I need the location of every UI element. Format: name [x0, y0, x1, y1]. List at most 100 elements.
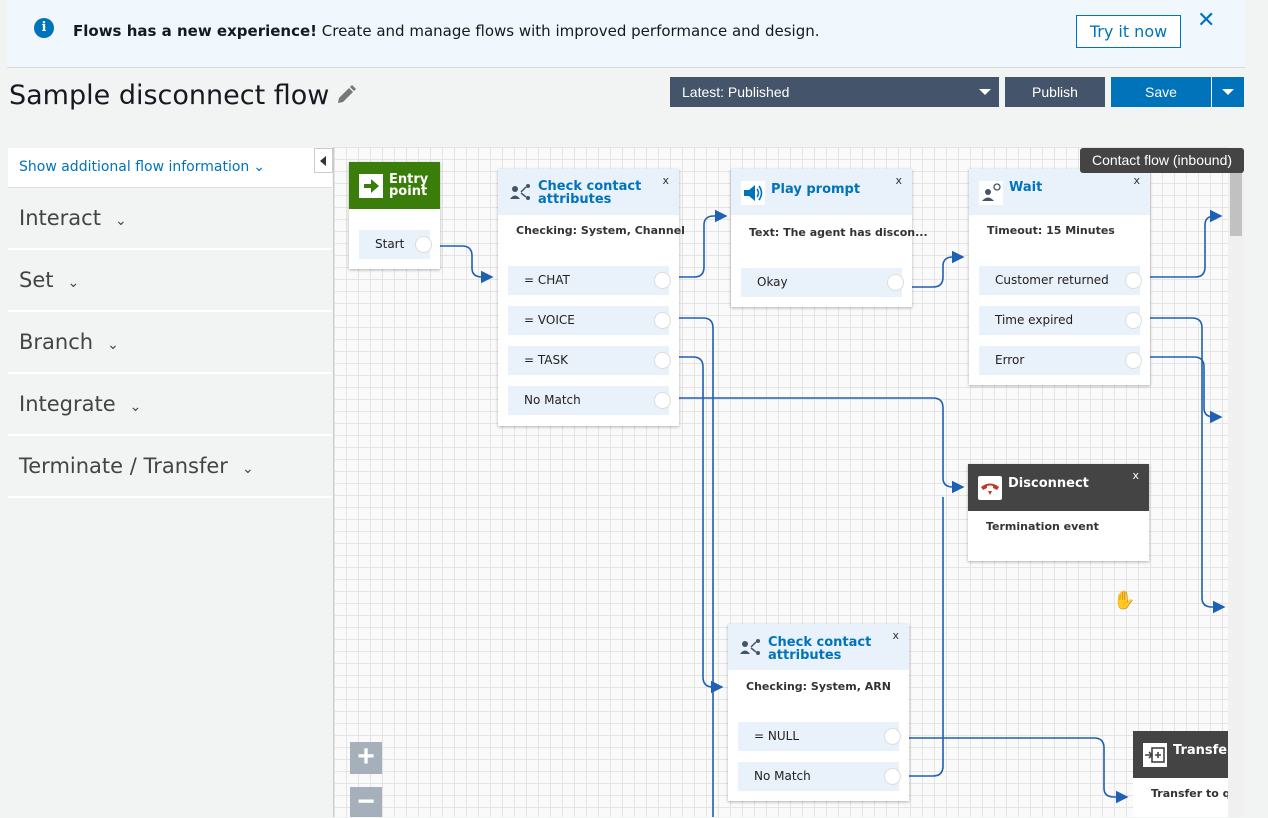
wait-block[interactable]: Wait x Timeout: 15 Minutes Customer retu… — [969, 169, 1150, 385]
entry-point-block[interactable]: Entry point Start — [349, 162, 440, 269]
connector-port[interactable] — [884, 768, 901, 785]
check-contact-attributes-block-2[interactable]: Check contact attributes x Checking: Sys… — [728, 624, 909, 801]
connector-port[interactable] — [654, 272, 671, 289]
branch-label: = VOICE — [524, 313, 575, 327]
check-attributes-icon — [740, 639, 760, 655]
play-prompt-block[interactable]: Play prompt x Text: The agent has discon… — [731, 169, 928, 307]
new-experience-banner: i Flows has a new experience! Create and… — [7, 0, 1245, 68]
branch-okay[interactable]: Okay — [741, 268, 904, 297]
close-icon[interactable]: ✕ — [1197, 8, 1216, 33]
chevron-down-icon: ⌄ — [241, 461, 254, 477]
wait-user-icon — [979, 181, 1003, 205]
category-integrate[interactable]: Integrate⌄ — [8, 374, 332, 436]
caret-down-icon — [979, 89, 991, 95]
connector-port[interactable] — [1125, 312, 1142, 329]
category-branch[interactable]: Branch⌄ — [8, 312, 332, 374]
connector-port[interactable] — [654, 352, 671, 369]
save-button[interactable]: Save — [1111, 77, 1211, 107]
arrow-right-icon — [359, 174, 383, 198]
transfer-icon — [1143, 743, 1167, 767]
block-title: Transfer t — [1173, 743, 1228, 758]
branch-label: = NULL — [754, 729, 799, 743]
chevron-down-icon: ⌄ — [129, 399, 142, 415]
branch-customer-returned[interactable]: Customer returned — [979, 266, 1142, 295]
version-select[interactable]: Latest: Published — [670, 77, 999, 107]
block-title: Check contact attributes — [768, 635, 872, 663]
category-interact[interactable]: Interact⌄ — [8, 188, 332, 250]
block-subtitle: Checking: System, ARN — [746, 680, 891, 693]
branch-null[interactable]: = NULL — [738, 722, 901, 751]
block-title: Check contact attributes — [538, 179, 642, 207]
category-set[interactable]: Set⌄ — [8, 250, 332, 312]
disconnect-block[interactable]: Disconnect x Termination event — [968, 464, 1149, 561]
connector-port[interactable] — [1125, 272, 1142, 289]
branch-start[interactable]: Start — [359, 230, 432, 259]
connector-port[interactable] — [415, 236, 432, 253]
block-library-sidebar: Show additional flow information⌄ Intera… — [8, 148, 332, 817]
close-block-button[interactable]: x — [895, 174, 902, 187]
close-block-button[interactable]: x — [1133, 174, 1140, 187]
block-subtitle: Termination event — [986, 520, 1099, 533]
block-header — [728, 624, 909, 670]
chevron-down-icon: ⌄ — [253, 159, 266, 175]
transfer-to-queue-block[interactable]: Transfer t Transfer to que — [1133, 731, 1228, 817]
branch-label: No Match — [524, 393, 581, 407]
scrollbar-thumb[interactable] — [1230, 172, 1242, 236]
vertical-scrollbar[interactable] — [1228, 147, 1244, 817]
block-subtitle: Transfer to que — [1151, 787, 1228, 800]
branch-label: = CHAT — [524, 273, 570, 287]
caret-down-icon — [1222, 89, 1234, 95]
save-dropdown-button[interactable] — [1212, 77, 1244, 107]
connector-port[interactable] — [887, 274, 904, 291]
branch-no-match[interactable]: No Match — [738, 762, 901, 791]
check-contact-attributes-block[interactable]: Check contact attributes x Checking: Sys… — [498, 169, 685, 426]
close-block-button[interactable]: x — [892, 629, 899, 642]
connector-port[interactable] — [654, 312, 671, 329]
block-subtitle: Checking: System, Channel — [516, 224, 685, 237]
info-icon: i — [34, 18, 54, 38]
branch-label: Okay — [757, 275, 788, 289]
entry-point-header: Entry point — [349, 162, 440, 209]
show-flow-info-link[interactable]: Show additional flow information⌄ — [8, 148, 332, 188]
close-block-button[interactable]: x — [1132, 469, 1139, 482]
entry-point-title: Entry point — [389, 172, 429, 199]
block-title: Play prompt — [771, 182, 861, 197]
block-title: Wait — [1009, 180, 1043, 195]
branch-label: Error — [995, 353, 1025, 367]
branch-label: Start — [375, 237, 405, 251]
block-subtitle: Text: The agent has discon... — [749, 226, 928, 239]
block-title: Disconnect — [1008, 476, 1089, 491]
pencil-icon[interactable] — [335, 84, 357, 106]
zoom-in-button[interactable]: + — [350, 742, 382, 774]
close-block-button[interactable]: x — [662, 174, 669, 187]
collapse-sidebar-button[interactable] — [314, 148, 333, 173]
hand-cursor-icon: ✋ — [1113, 590, 1136, 610]
page-title: Sample disconnect flow — [9, 80, 330, 111]
chevron-down-icon: ⌄ — [107, 337, 119, 353]
chevron-down-icon: ⌄ — [67, 275, 80, 291]
branch-label: Customer returned — [995, 273, 1109, 287]
speaker-icon — [741, 181, 765, 205]
zoom-out-button[interactable]: − — [350, 787, 382, 817]
connector-port[interactable] — [1125, 352, 1142, 369]
connector-port[interactable] — [884, 728, 901, 745]
branch-label: = TASK — [524, 353, 568, 367]
branch-time-expired[interactable]: Time expired — [979, 306, 1142, 335]
flow-type-tooltip: Contact flow (inbound) — [1080, 148, 1244, 173]
transfer-block-clip: Transfer t Transfer to que — [1133, 731, 1228, 817]
block-header — [498, 169, 679, 215]
branch-chat[interactable]: = CHAT — [508, 266, 671, 295]
branch-label: Time expired — [995, 313, 1074, 327]
category-terminate-transfer[interactable]: Terminate / Transfer⌄ — [8, 436, 332, 498]
hang-up-phone-icon — [978, 476, 1002, 500]
block-subtitle: Timeout: 15 Minutes — [987, 224, 1115, 237]
connector-port[interactable] — [654, 392, 671, 409]
publish-button[interactable]: Publish — [1005, 77, 1105, 107]
branch-voice[interactable]: = VOICE — [508, 306, 671, 335]
try-it-now-button[interactable]: Try it now — [1076, 15, 1181, 48]
chevron-down-icon: ⌄ — [114, 213, 127, 229]
branch-error[interactable]: Error — [979, 346, 1142, 375]
branch-task[interactable]: = TASK — [508, 346, 671, 375]
check-attributes-icon — [510, 184, 530, 200]
branch-no-match[interactable]: No Match — [508, 386, 671, 415]
